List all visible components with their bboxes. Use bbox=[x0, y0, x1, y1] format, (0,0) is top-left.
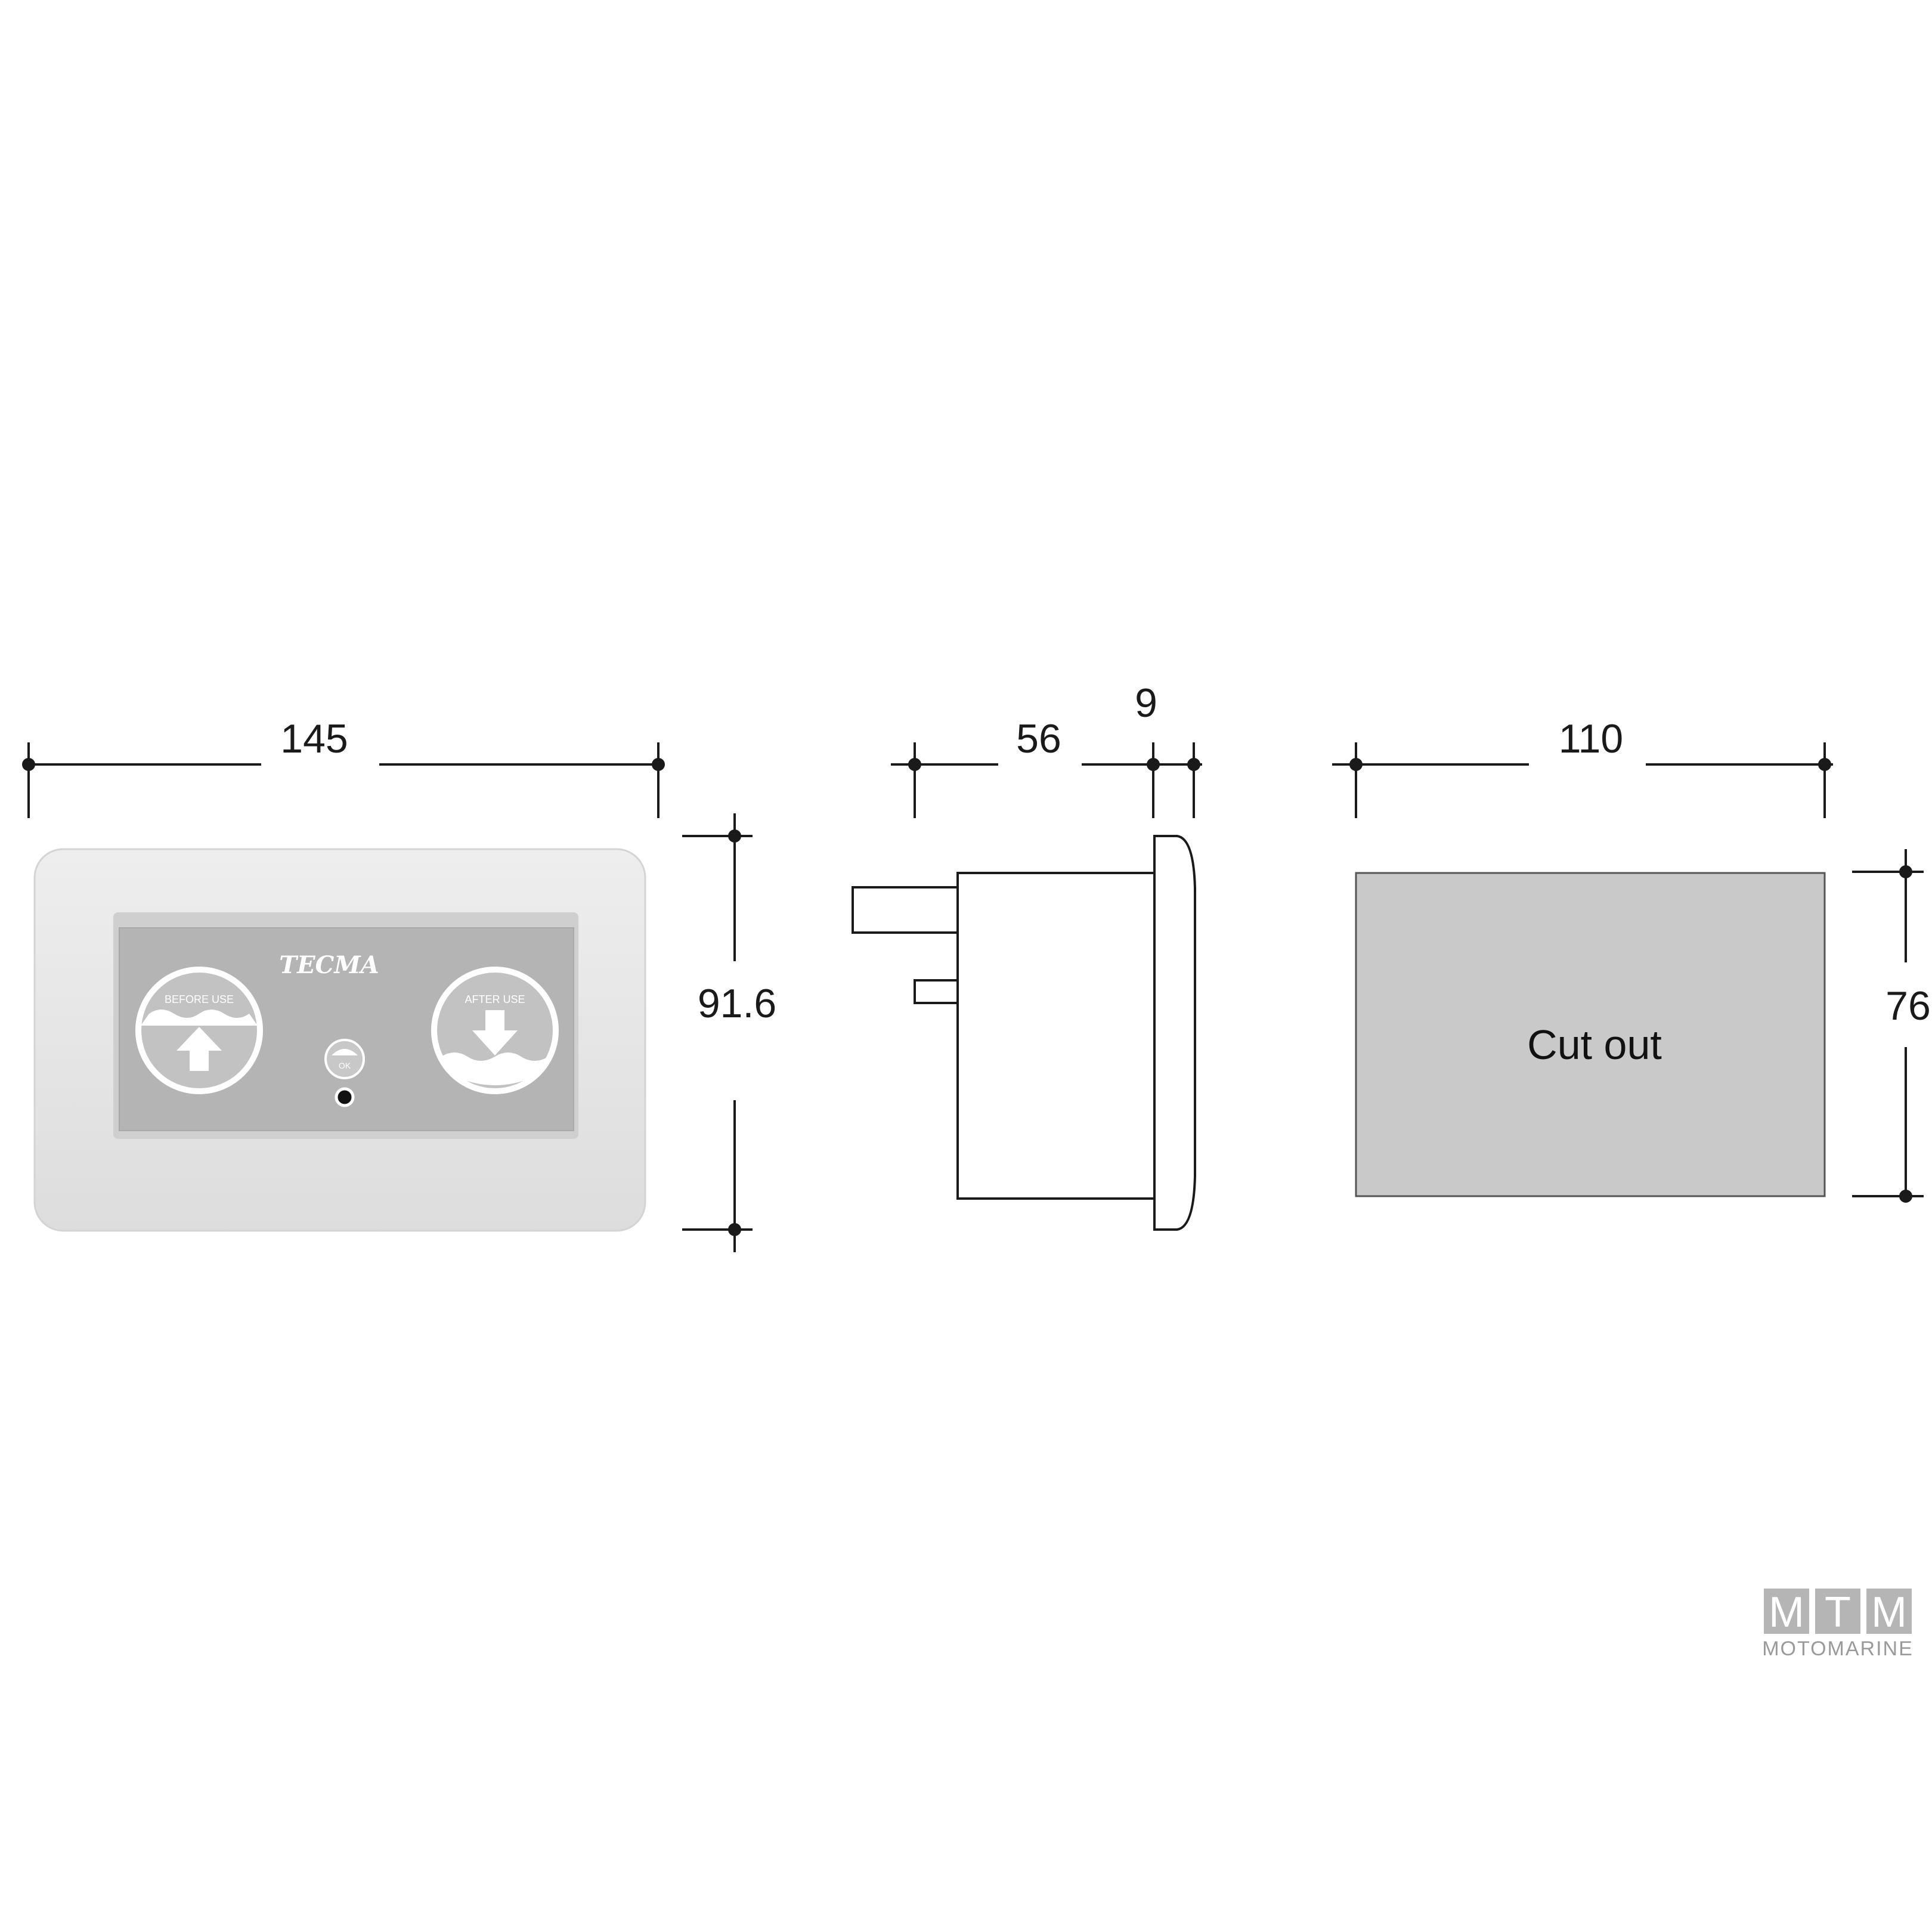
front-height-dimension bbox=[682, 813, 753, 1252]
side-bezel-label: 9 bbox=[1135, 680, 1157, 726]
bezel-front bbox=[1153, 835, 1196, 1231]
dimension-dot bbox=[728, 829, 741, 843]
cutout-area bbox=[1355, 872, 1826, 1197]
dimension-dot bbox=[1899, 865, 1912, 878]
dimension-dot bbox=[22, 758, 35, 771]
front-width-label: 145 bbox=[280, 716, 348, 761]
side-depth-label: 56 bbox=[1016, 716, 1061, 761]
indicator-label: OK bbox=[339, 1061, 351, 1070]
cutout-view: 110 76 Cut out bbox=[1332, 716, 1931, 1203]
cutout-height-label: 76 bbox=[1885, 983, 1931, 1029]
indicator-badge bbox=[324, 1039, 365, 1079]
logo-letter-3: M bbox=[1871, 1589, 1907, 1636]
dimension-dot bbox=[1147, 758, 1160, 771]
before-use-button[interactable]: BEFORE USE bbox=[135, 967, 263, 1094]
logo-name: MOTOMARINE bbox=[1762, 1637, 1914, 1660]
after-use-label: AFTER USE bbox=[465, 993, 525, 1005]
dimension-dot bbox=[908, 758, 921, 771]
dimension-dot bbox=[1899, 1190, 1912, 1203]
logo-box-2 bbox=[1815, 1589, 1860, 1634]
cutout-width-label: 110 bbox=[1559, 716, 1623, 761]
logo-box-3 bbox=[1866, 1589, 1912, 1634]
logo-box-1 bbox=[1764, 1589, 1809, 1634]
after-use-button[interactable]: AFTER USE bbox=[431, 967, 559, 1094]
connector-pin-top bbox=[852, 886, 959, 934]
dimension-dot bbox=[1187, 758, 1200, 771]
logo-letter-2: T bbox=[1825, 1589, 1851, 1636]
logo-letter-1: M bbox=[1769, 1589, 1804, 1636]
cutout-label: Cut out bbox=[1527, 1021, 1662, 1068]
water-drop-icon bbox=[332, 1049, 358, 1055]
connector-pin-bottom bbox=[914, 979, 959, 1004]
dimension-dot bbox=[728, 1223, 741, 1236]
water-wave-icon bbox=[441, 1052, 549, 1085]
side-depth-dimension bbox=[891, 742, 1202, 818]
down-arrow-icon bbox=[472, 1010, 518, 1055]
cutout-width-dimension bbox=[1332, 742, 1833, 818]
side-profile bbox=[852, 835, 1196, 1231]
dimension-dot bbox=[1349, 758, 1363, 771]
status-indicator: OK bbox=[324, 1039, 365, 1107]
housing-body bbox=[956, 872, 1156, 1200]
motomarine-logo: M T M MOTOMARINE bbox=[1762, 1589, 1914, 1660]
dimension-dot bbox=[652, 758, 665, 771]
water-wave-icon bbox=[141, 1010, 258, 1026]
up-arrow-icon bbox=[177, 1027, 222, 1071]
front-view: 145 91.6 TECMA BEFORE USE bbox=[22, 716, 776, 1252]
before-use-label: BEFORE USE bbox=[165, 993, 234, 1005]
indicator-led bbox=[335, 1087, 355, 1107]
brand-logo: TECMA bbox=[279, 951, 379, 979]
side-view: 56 9 bbox=[852, 680, 1202, 1231]
front-height-label: 91.6 bbox=[698, 981, 776, 1026]
control-panel: TECMA BEFORE USE AFTER USE OK bbox=[33, 848, 646, 1232]
front-width-dimension bbox=[27, 742, 660, 818]
dimension-dot bbox=[1818, 758, 1831, 771]
